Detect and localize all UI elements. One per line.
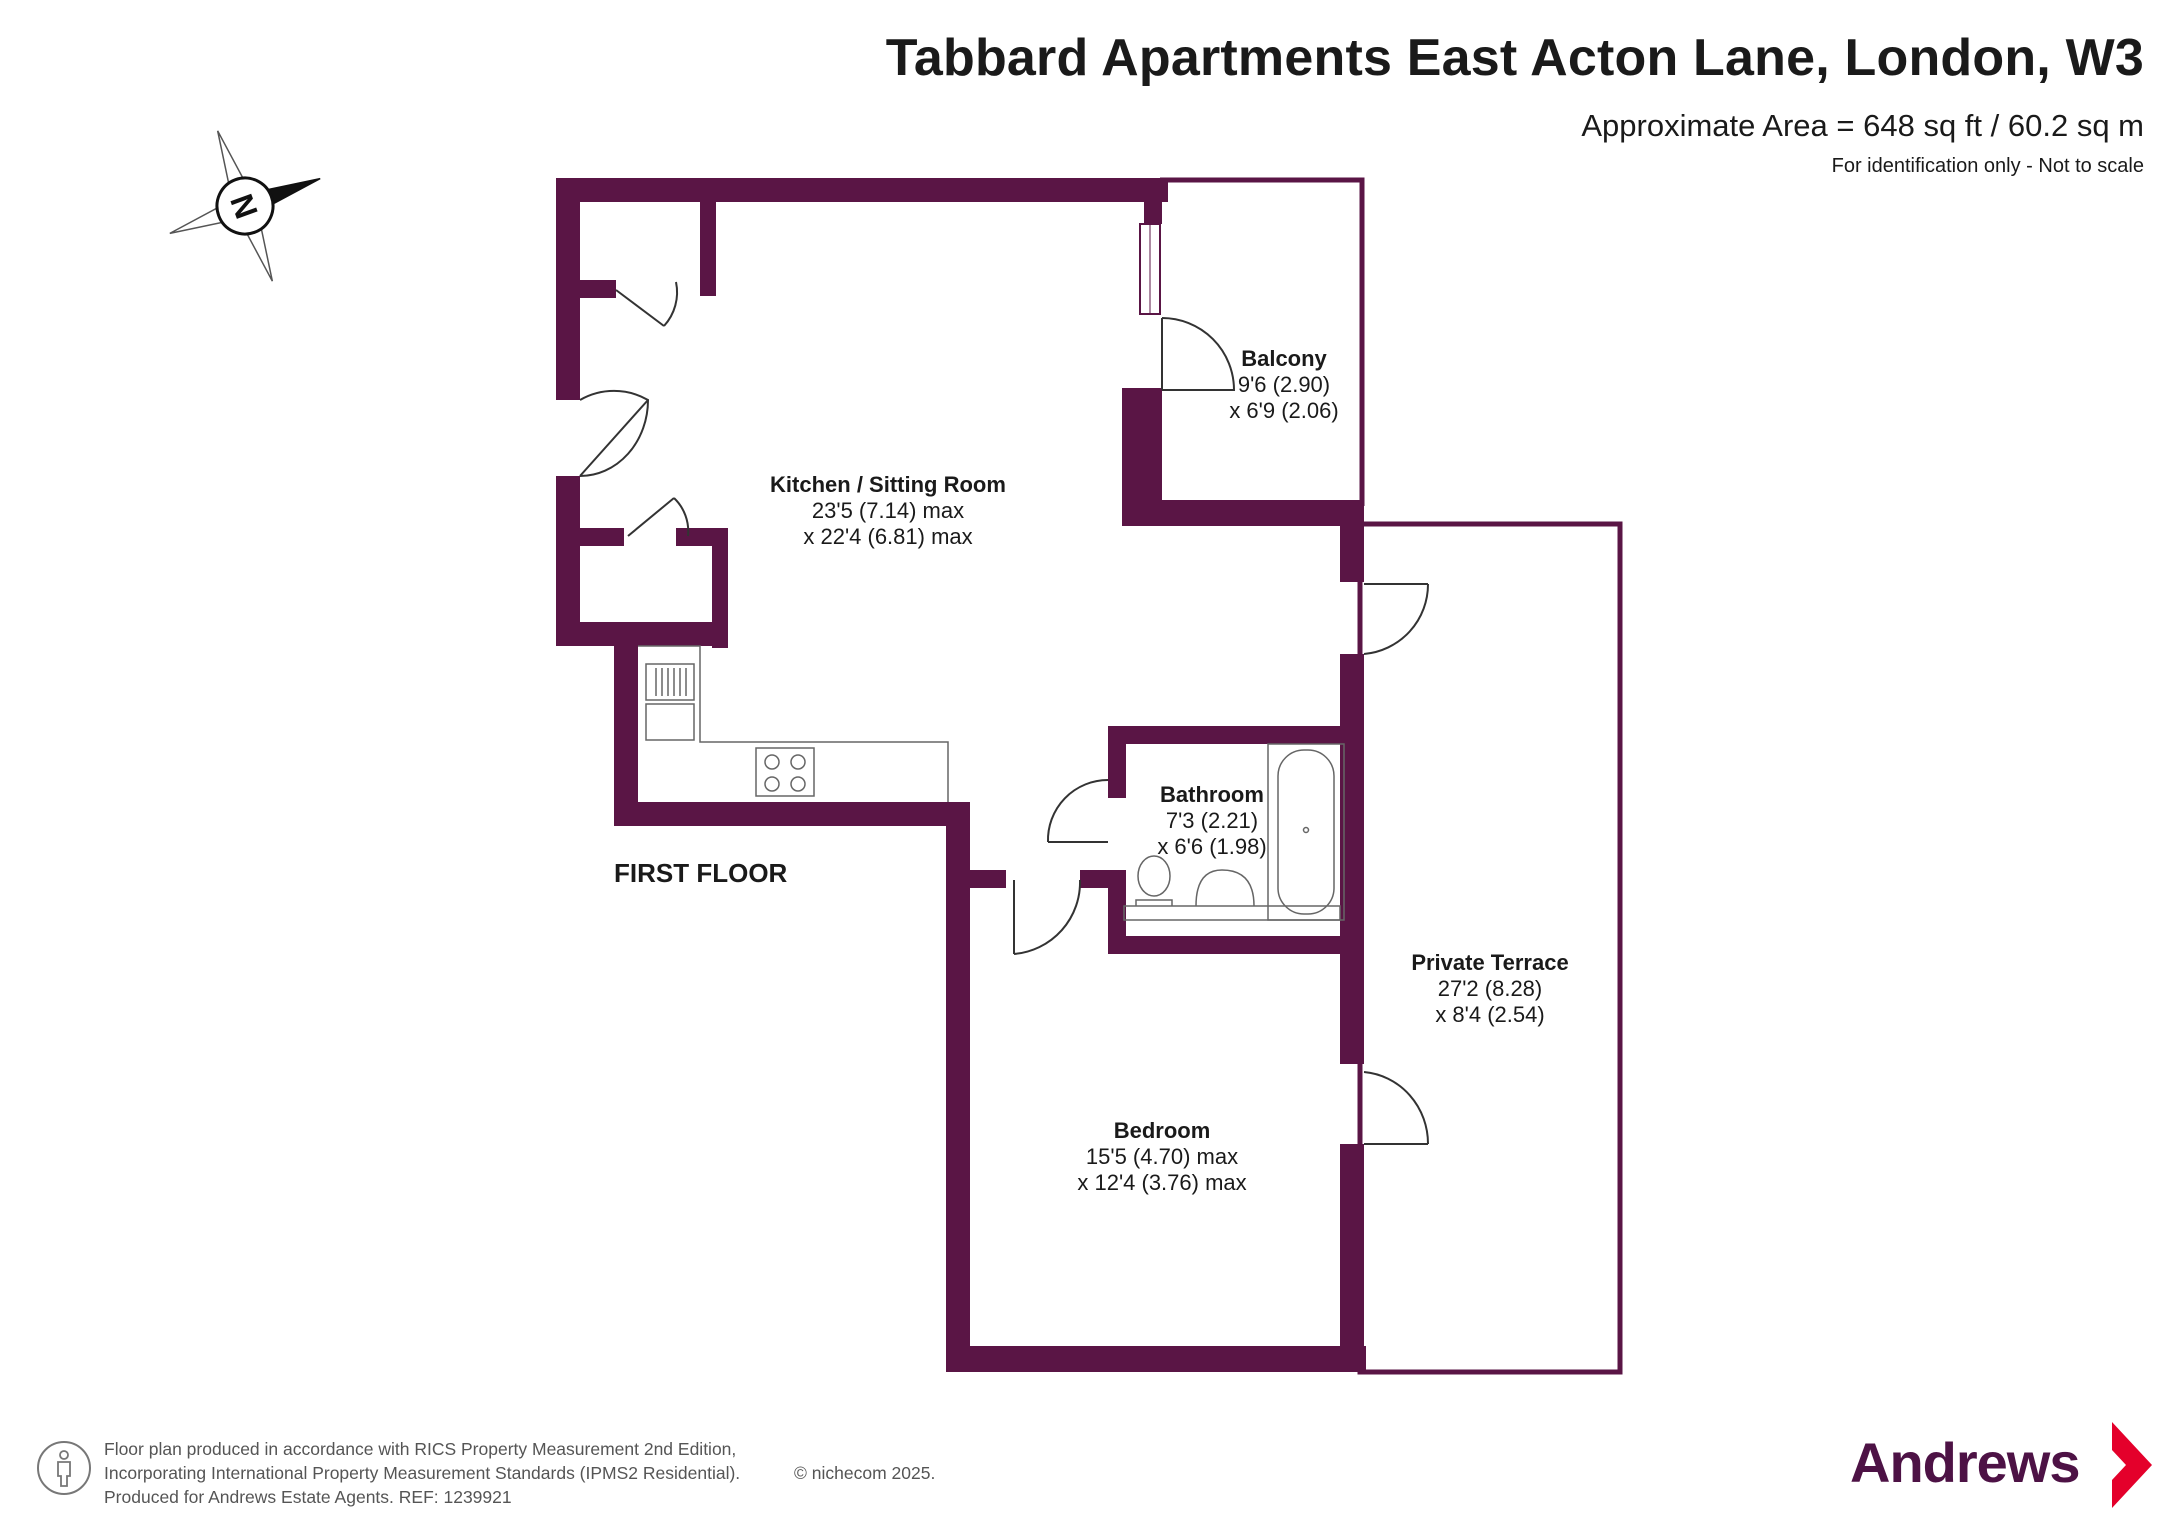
room-bedroom: Bedroom 15'5 (4.70) max x 12'4 (3.76) ma… — [1077, 1118, 1246, 1195]
footer-line: Incorporating International Property Mea… — [104, 1463, 741, 1483]
room-kitchen: Kitchen / Sitting Room 23'5 (7.14) max x… — [770, 472, 1006, 549]
room-name: Balcony — [1241, 346, 1327, 371]
room-dim: 15'5 (4.70) max — [1086, 1144, 1238, 1169]
kitchen-counter — [638, 645, 949, 802]
room-name: Private Terrace — [1411, 950, 1568, 975]
approximate-area: Approximate Area = 648 sq ft / 60.2 sq m — [1581, 108, 2144, 143]
terrace-outline — [1357, 521, 1623, 1375]
room-dim: 23'5 (7.14) max — [812, 498, 964, 523]
room-balcony: Balcony 9'6 (2.90) x 6'9 (2.06) — [1229, 346, 1338, 423]
person-icon — [37, 1441, 91, 1495]
chevron-icon — [2112, 1422, 2152, 1508]
scale-note: For identification only - Not to scale — [1831, 155, 2144, 177]
footer-line: Produced for Andrews Estate Agents. REF:… — [104, 1487, 512, 1507]
balcony-outline — [1160, 177, 1365, 506]
floor-label: FIRST FLOOR — [614, 858, 788, 888]
room-name: Bedroom — [1114, 1118, 1211, 1143]
room-dim: 9'6 (2.90) — [1238, 372, 1330, 397]
room-dim: x 8'4 (2.54) — [1435, 1002, 1544, 1027]
room-bathroom: Bathroom 7'3 (2.21) x 6'6 (1.98) — [1157, 782, 1266, 859]
room-name: Kitchen / Sitting Room — [770, 472, 1006, 497]
footer-line: Floor plan produced in accordance with R… — [104, 1439, 737, 1459]
bathroom-fixtures — [1123, 743, 1345, 921]
footer-note: Floor plan produced in accordance with R… — [104, 1437, 935, 1509]
walls — [556, 178, 1366, 1372]
brand-logo[interactable]: Andrews — [1850, 1422, 2152, 1512]
room-dim: 7'3 (2.21) — [1166, 808, 1258, 833]
door-swings — [579, 281, 1430, 1145]
room-terrace: Private Terrace 27'2 (8.28) x 8'4 (2.54) — [1411, 950, 1568, 1027]
room-dim: x 12'4 (3.76) max — [1077, 1170, 1246, 1195]
room-dim: x 6'9 (2.06) — [1229, 398, 1338, 423]
plan-title: Tabbard Apartments East Acton Lane, Lond… — [885, 29, 2144, 87]
room-dim: 27'2 (8.28) — [1438, 976, 1543, 1001]
room-name: Bathroom — [1160, 782, 1264, 807]
brand-name: Andrews — [1850, 1431, 2080, 1494]
compass-icon: N — [169, 130, 321, 282]
room-dim: x 22'4 (6.81) max — [803, 524, 972, 549]
copyright: © nichecom 2025. — [794, 1463, 936, 1483]
room-dim: x 6'6 (1.98) — [1157, 834, 1266, 859]
